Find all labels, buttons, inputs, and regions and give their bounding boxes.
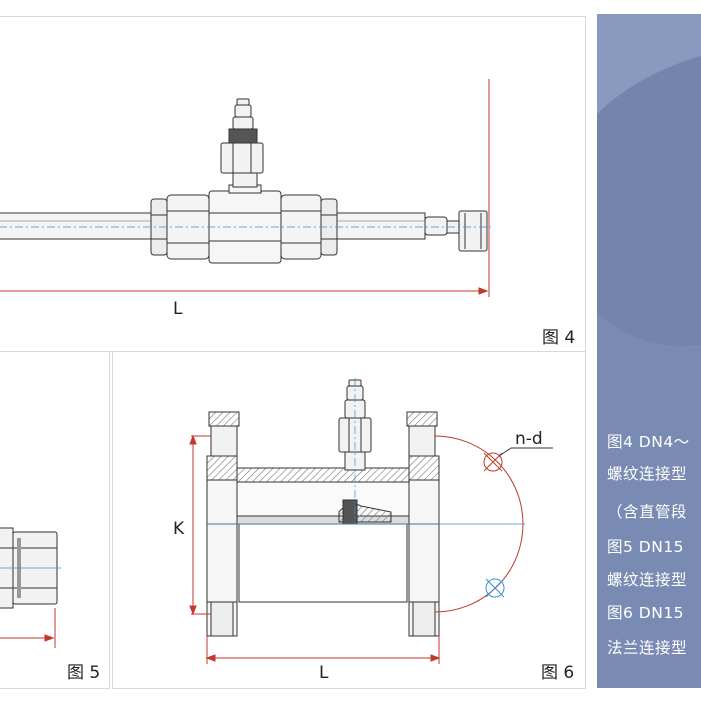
fig6-length-label: L xyxy=(319,663,329,683)
figure-4-caption: 图 4 xyxy=(542,328,576,348)
fig4-dimension-label: L xyxy=(173,299,183,319)
fig6-height-dimension xyxy=(189,434,211,616)
sidebar-line-1: 图4 DN4～ xyxy=(607,433,690,451)
figure-6-drawing: n-d K L xyxy=(173,378,553,683)
left-flange xyxy=(206,411,240,637)
sidebar-line-6: 图6 DN15 xyxy=(607,604,685,622)
inlet-pipe xyxy=(0,212,152,240)
meter-body-section xyxy=(236,467,410,603)
figure-5-panel: 图 5 xyxy=(0,351,110,689)
description-sidebar: 图4 DN4～ 螺纹连接型 （含直管段 图5 DN15 螺纹连接型 图6 DN1… xyxy=(597,14,701,688)
sidebar-wave-decoration xyxy=(597,14,701,688)
figure-4-drawing: L xyxy=(0,79,491,319)
sensor-assembly xyxy=(220,98,264,188)
meter-body xyxy=(208,184,282,264)
outlet-fitting xyxy=(424,210,488,252)
figure-6-caption: 图 6 xyxy=(541,663,575,683)
right-flange xyxy=(406,411,440,637)
figure-5-caption: 图 5 xyxy=(67,663,101,683)
n-d-leader xyxy=(498,447,512,457)
figure-5-drawing xyxy=(0,527,61,648)
outlet-pipe xyxy=(336,212,426,240)
sidebar-line-2: 螺纹连接型 xyxy=(607,465,688,483)
sidebar-line-4: 图5 DN15 xyxy=(607,538,685,556)
sidebar-line-3: （含直管段 xyxy=(607,503,688,521)
fig6-hole-label: n-d xyxy=(515,429,543,449)
right-union-nut xyxy=(280,194,338,260)
fig4-dimension-line xyxy=(0,79,490,297)
sidebar-line-5: 螺纹连接型 xyxy=(607,571,688,589)
fig5-dimension-line xyxy=(0,608,56,648)
fig6-sensor-assembly xyxy=(338,379,372,471)
bolt-hole-bottom xyxy=(485,578,505,598)
figure-4-panel: L 图 4 xyxy=(0,16,586,352)
bolt-circle-arc xyxy=(434,435,524,613)
sidebar-line-7: 法兰连接型 xyxy=(607,639,688,657)
fig6-height-label: K xyxy=(173,519,185,539)
figure-6-panel: n-d K L 图 6 xyxy=(112,351,586,689)
fig6-length-dimension xyxy=(205,636,441,664)
